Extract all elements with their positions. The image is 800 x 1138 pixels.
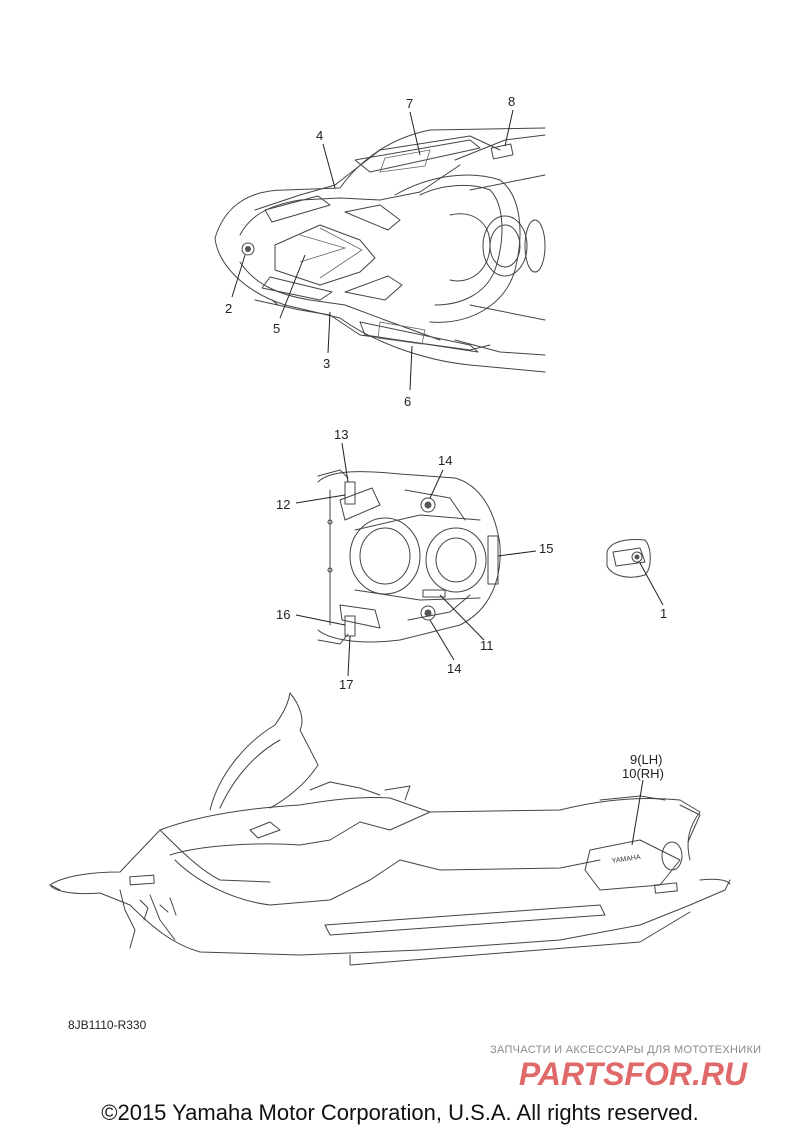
callout-6: 6 xyxy=(404,394,411,409)
callout-14-top: 14 xyxy=(438,453,452,468)
watermark-logo-text: PARTSFOR.RU xyxy=(519,1056,748,1092)
watermark-tagline: ЗАПЧАСТИ И АКСЕССУАРЫ ДЛЯ МОТОТЕХНИКИ xyxy=(490,1044,762,1056)
callout-13: 13 xyxy=(334,427,348,442)
callout-12: 12 xyxy=(276,497,290,512)
callout-16: 16 xyxy=(276,607,290,622)
callout-8: 8 xyxy=(508,94,515,109)
watermark-logo: PARTSFOR.RU xyxy=(519,1056,748,1092)
callout-1: 1 xyxy=(660,606,667,621)
callout-labels: 4 7 8 2 5 3 6 13 12 14 15 11 16 14 17 1 … xyxy=(225,94,667,781)
callout-14-bottom: 14 xyxy=(447,661,461,676)
callout-7: 7 xyxy=(406,96,413,111)
hood-top-view xyxy=(214,127,546,373)
callout-11: 11 xyxy=(480,638,494,653)
yamaha-side-decal-text: YAMAHA xyxy=(611,854,641,865)
emblem-part xyxy=(606,539,651,578)
snowmobile-side-view: YAMAHA xyxy=(49,692,731,966)
callout-9-lh: 9(LH) xyxy=(630,752,663,767)
callout-10-rh: 10(RH) xyxy=(622,766,664,781)
callout-15: 15 xyxy=(539,541,553,556)
callout-17: 17 xyxy=(339,677,353,692)
callout-3: 3 xyxy=(323,356,330,371)
callout-4: 4 xyxy=(316,128,323,143)
diagram-reference-code: 8JB1110-R330 xyxy=(68,1018,147,1032)
leader-lines xyxy=(231,109,664,846)
seat-rear-view xyxy=(317,469,501,645)
callout-2: 2 xyxy=(225,301,232,316)
copyright-notice: ©2015 Yamaha Motor Corporation, U.S.A. A… xyxy=(101,1100,699,1125)
callout-5: 5 xyxy=(273,321,280,336)
